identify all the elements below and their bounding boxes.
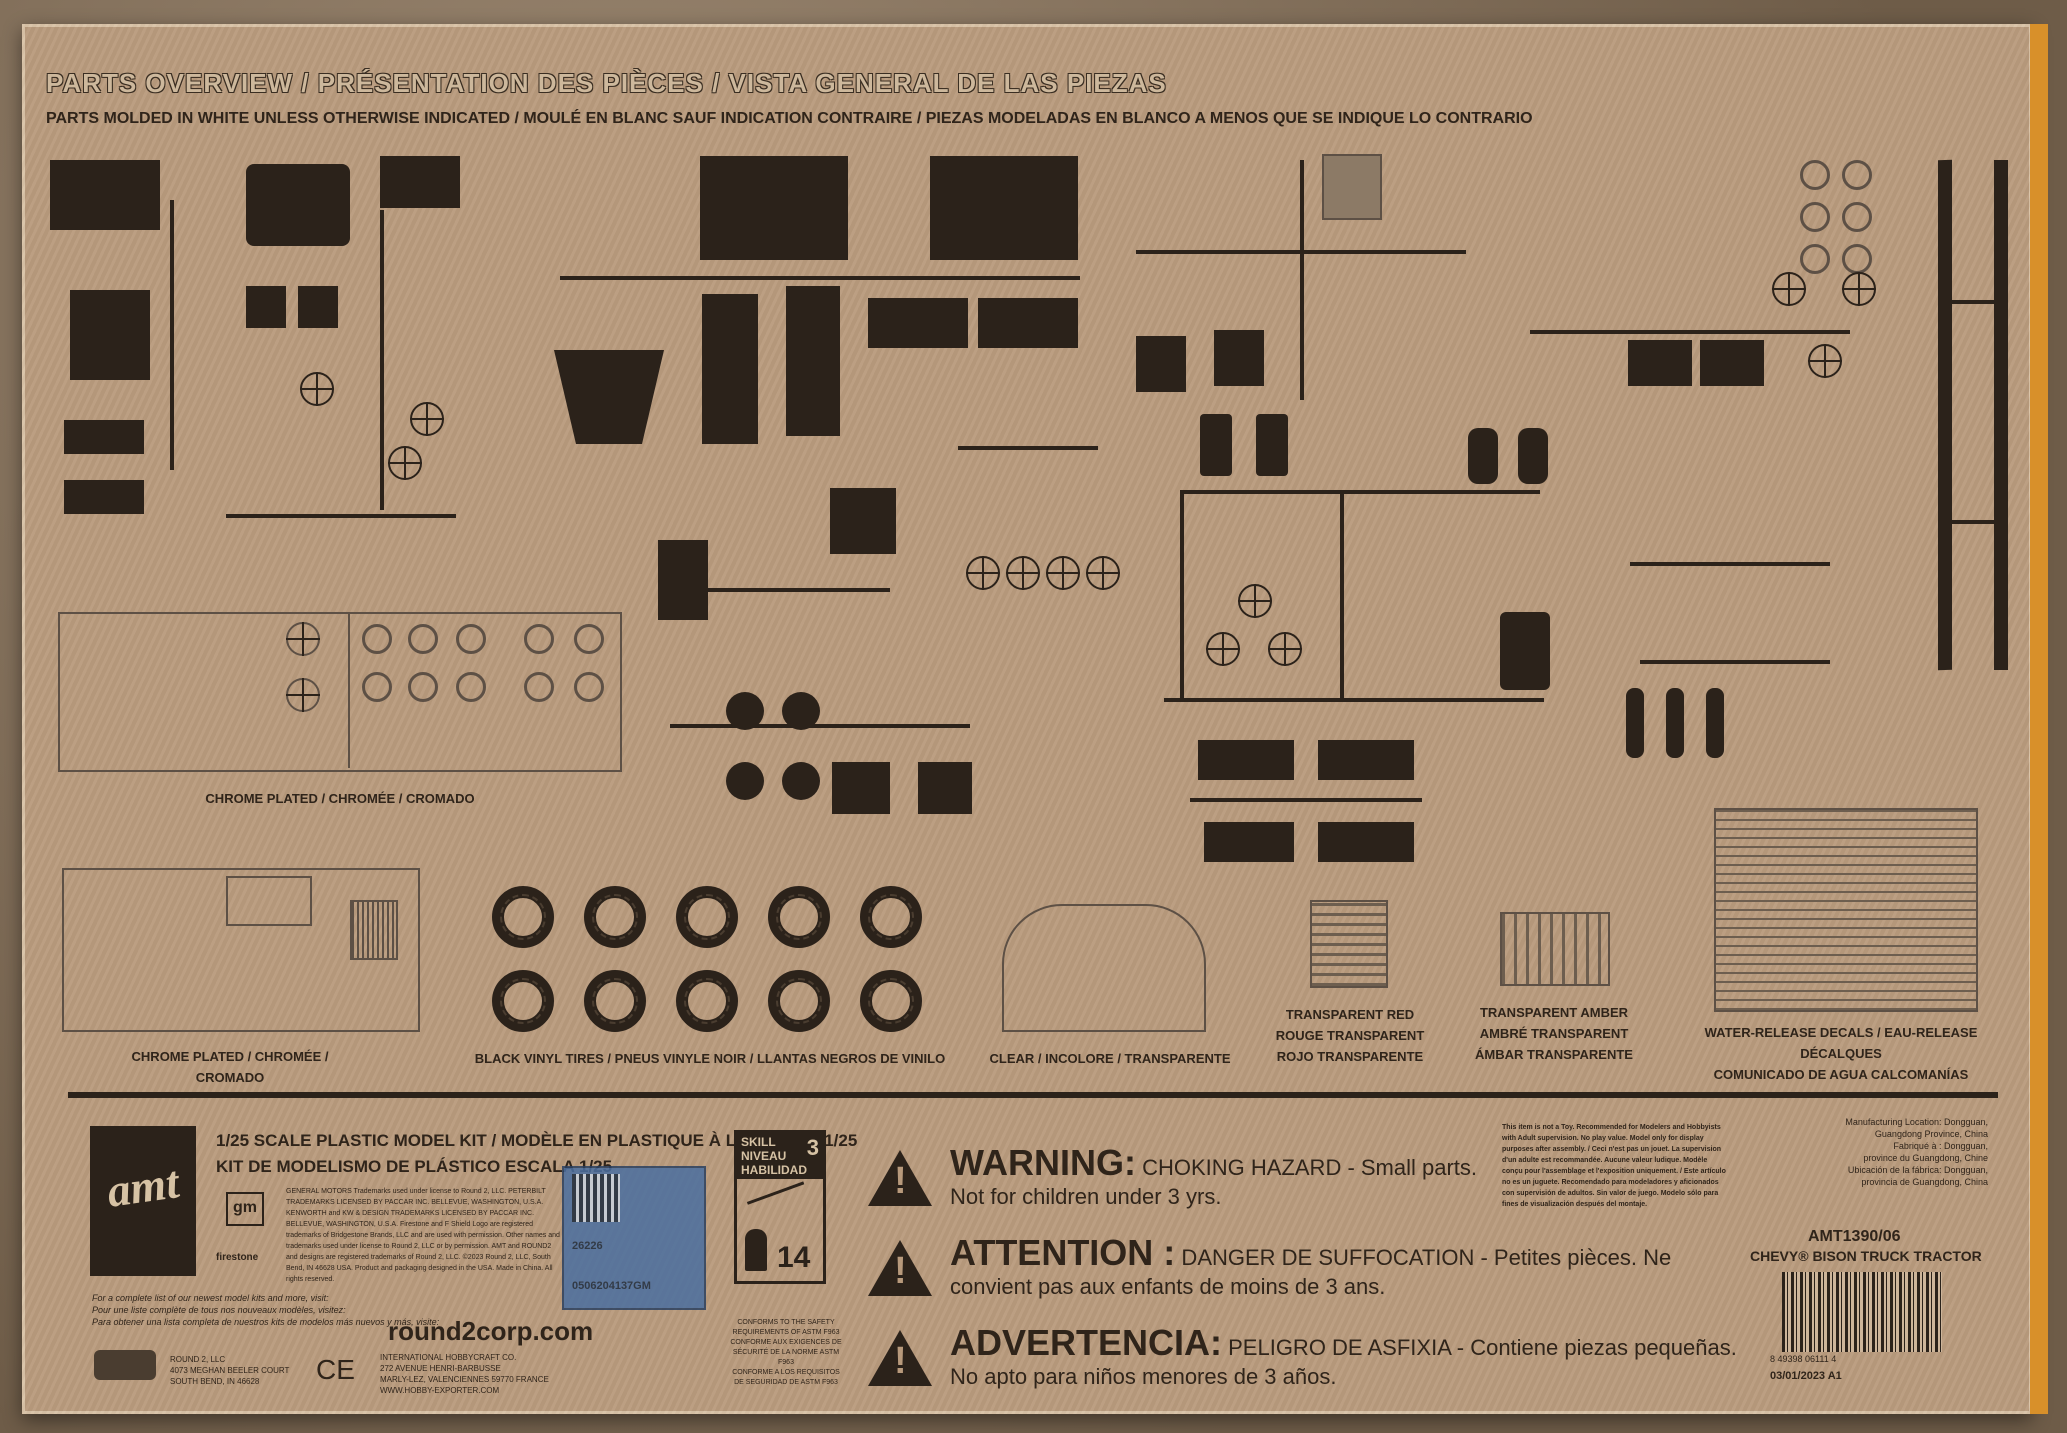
tire-icon	[676, 886, 738, 948]
decals-label: WATER-RELEASE DECALS / EAU-RELEASE DÉCAL…	[1704, 1025, 1978, 1082]
amt-logo: amt	[90, 1126, 196, 1276]
website-note: For a complete list of our newest model …	[92, 1293, 440, 1327]
legal-text: GENERAL MOTORS Trademarks used under lic…	[286, 1188, 560, 1283]
firestone-logo: firestone	[216, 1252, 259, 1263]
parts-overview-title: PARTS OVERVIEW / PRÉSENTATION DES PIÈCES…	[46, 68, 1167, 98]
round2-logo-icon	[94, 1350, 156, 1380]
tires-label: BLACK VINYL TIRES / PNEUS VINYLE NOIR / …	[474, 1051, 946, 1066]
product-name: CHEVY® BISON TRUCK TRACTOR	[1750, 1248, 1982, 1264]
glue-icon	[746, 1181, 812, 1224]
tire-icon	[584, 886, 646, 948]
chrome-label-1: CHROME PLATED / CHROMÉE / CROMADO	[205, 791, 475, 806]
box-right-edge	[2030, 24, 2048, 1414]
sku: AMT1390/06	[1808, 1228, 1901, 1245]
tire-icon	[860, 970, 922, 1032]
toy-note: This item is not a Toy. Recommended for …	[1502, 1124, 1726, 1208]
footer-divider	[68, 1092, 1998, 1098]
chrome-label-2: CHROME PLATED / CHROMÉE / CROMADO	[131, 1049, 329, 1085]
warning-icon	[868, 1330, 932, 1386]
age-icon	[745, 1229, 767, 1271]
warning-icon	[868, 1150, 932, 1206]
tire-icon	[860, 886, 922, 948]
parts-overview-subtitle: PARTS MOLDED IN WHITE UNLESS OTHERWISE I…	[46, 110, 1533, 127]
scale-text: 1/25 SCALE PLASTIC MODEL KIT / MODÈLE EN…	[216, 1131, 858, 1176]
tire-icon	[492, 886, 554, 948]
tire-icon	[676, 970, 738, 1032]
address-fr: INTERNATIONAL HOBBYCRAFT CO.272 AVENUE H…	[380, 1353, 549, 1395]
tire-icon	[768, 886, 830, 948]
gm-logo: gm	[226, 1192, 264, 1226]
warning-icon	[868, 1240, 932, 1296]
tire-icon	[584, 970, 646, 1032]
barcode-number: 8 49398 06111 4	[1770, 1354, 1837, 1364]
manufacturing-location: Manufacturing Location: Dongguan,Guangdo…	[1845, 1117, 1988, 1187]
qr-code-icon	[572, 1174, 620, 1222]
clear-label: CLEAR / INCOLORE / TRANSPARENTE	[989, 1051, 1231, 1066]
skill-level-number: 3	[806, 1135, 819, 1160]
qr-code: 26226 0506204137GM	[562, 1166, 706, 1310]
warning-fr: ATTENTION : DANGER DE SUFFOCATION - Peti…	[950, 1232, 1672, 1299]
tire-icon	[768, 970, 830, 1032]
website-link[interactable]: round2corp.com	[388, 1316, 594, 1346]
warning-en: WARNING: CHOKING HAZARD - Small parts. N…	[950, 1142, 1478, 1209]
barcode-icon	[1782, 1272, 1942, 1352]
warning-es: ADVERTENCIA: PELIGRO DE ASFIXIA - Contie…	[950, 1322, 1737, 1389]
age-number: 14	[777, 1241, 811, 1274]
ce-mark: CE	[316, 1354, 355, 1385]
tire-icon	[492, 970, 554, 1032]
print-date: 03/01/2023 A1	[1770, 1370, 1842, 1382]
